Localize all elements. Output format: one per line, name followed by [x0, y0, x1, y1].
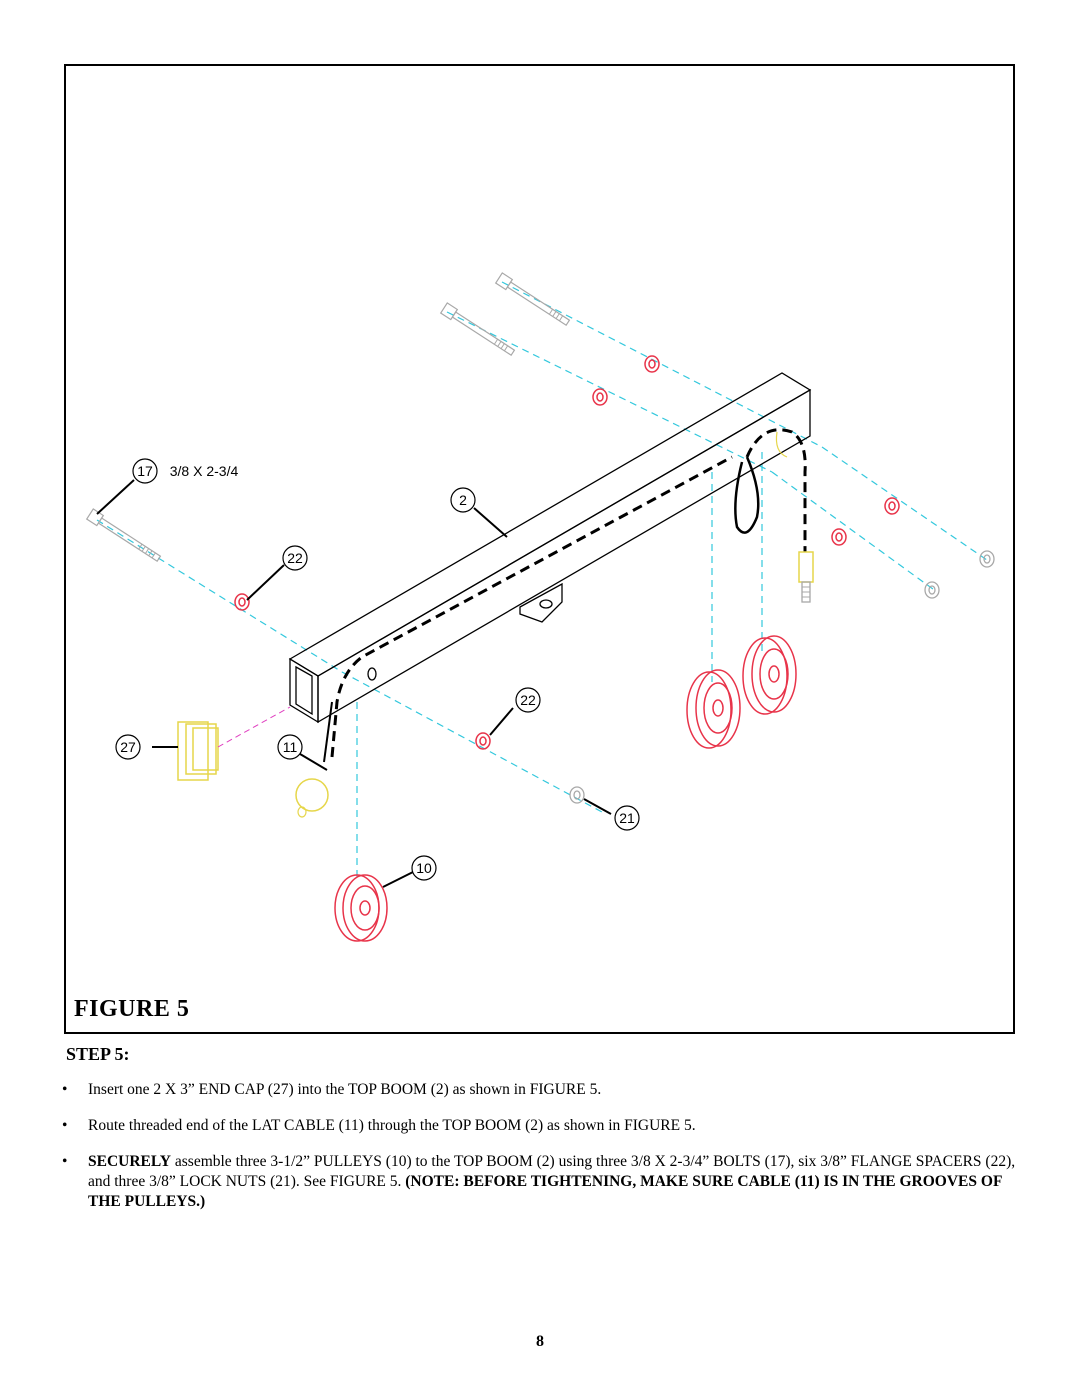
bolt-17-front [85, 508, 162, 563]
callout-circles [115, 458, 640, 881]
callout-2: 2 [459, 492, 467, 508]
lat-cable [295, 428, 814, 818]
callout-17-spec: 3/8 X 2-3/4 [170, 463, 239, 479]
pulley-10 [334, 635, 797, 942]
callout-leaders [96, 479, 612, 888]
callout-22-lower: 22 [520, 692, 536, 708]
end-cap [177, 706, 291, 781]
exploded-assembly-diagram: 17 3/8 X 2-3/4 2 22 22 27 11 21 10 [85, 272, 995, 942]
figure-5-frame: 17 3/8 X 2-3/4 2 22 22 27 11 21 10 FIGUR… [64, 64, 1015, 1034]
flange-spacer-22 [234, 355, 900, 750]
step-heading: STEP 5: [66, 1044, 130, 1064]
bolt-17-rear-b [494, 272, 571, 327]
callout-22-upper: 22 [287, 550, 303, 566]
callout-labels: 17 3/8 X 2-3/4 2 22 22 27 11 21 10 [120, 463, 635, 876]
instruction-text: Route threaded end of the LAT CABLE (11)… [88, 1117, 696, 1134]
page-number: 8 [536, 1333, 544, 1350]
figure-title: FIGURE 5 [74, 996, 190, 1022]
callout-17: 17 [137, 463, 153, 479]
callout-10: 10 [416, 860, 432, 876]
instruction-item: • SECURELY assemble three 3-1/2” PULLEYS … [60, 1152, 1020, 1212]
instruction-text: Insert one 2 X 3” END CAP (27) into the … [88, 1081, 602, 1098]
bullet-icon: • [62, 1117, 68, 1134]
instruction-text: assemble three 3-1/2” PULLEYS (10) to th… [88, 1153, 1016, 1190]
top-boom [288, 372, 812, 724]
callout-27: 27 [120, 739, 136, 755]
instruction-text: (NOTE: BEFORE TIGHTENING, MAKE SURE CABL… [88, 1173, 1002, 1210]
lock-nut-21 [569, 550, 995, 804]
bolt-17-rear-a [439, 302, 516, 357]
centerlines [96, 281, 988, 882]
bullet-icon: • [62, 1081, 68, 1098]
instruction-text: SECURELY [88, 1153, 171, 1170]
instruction-item: • Insert one 2 X 3” END CAP (27) into the… [60, 1080, 1020, 1100]
instruction-list: • Insert one 2 X 3” END CAP (27) into the… [60, 1080, 1020, 1228]
instruction-item: • Route threaded end of the LAT CABLE (11… [60, 1116, 1020, 1136]
callout-21: 21 [619, 810, 635, 826]
callout-11: 11 [283, 739, 298, 755]
bullet-icon: • [62, 1153, 68, 1170]
